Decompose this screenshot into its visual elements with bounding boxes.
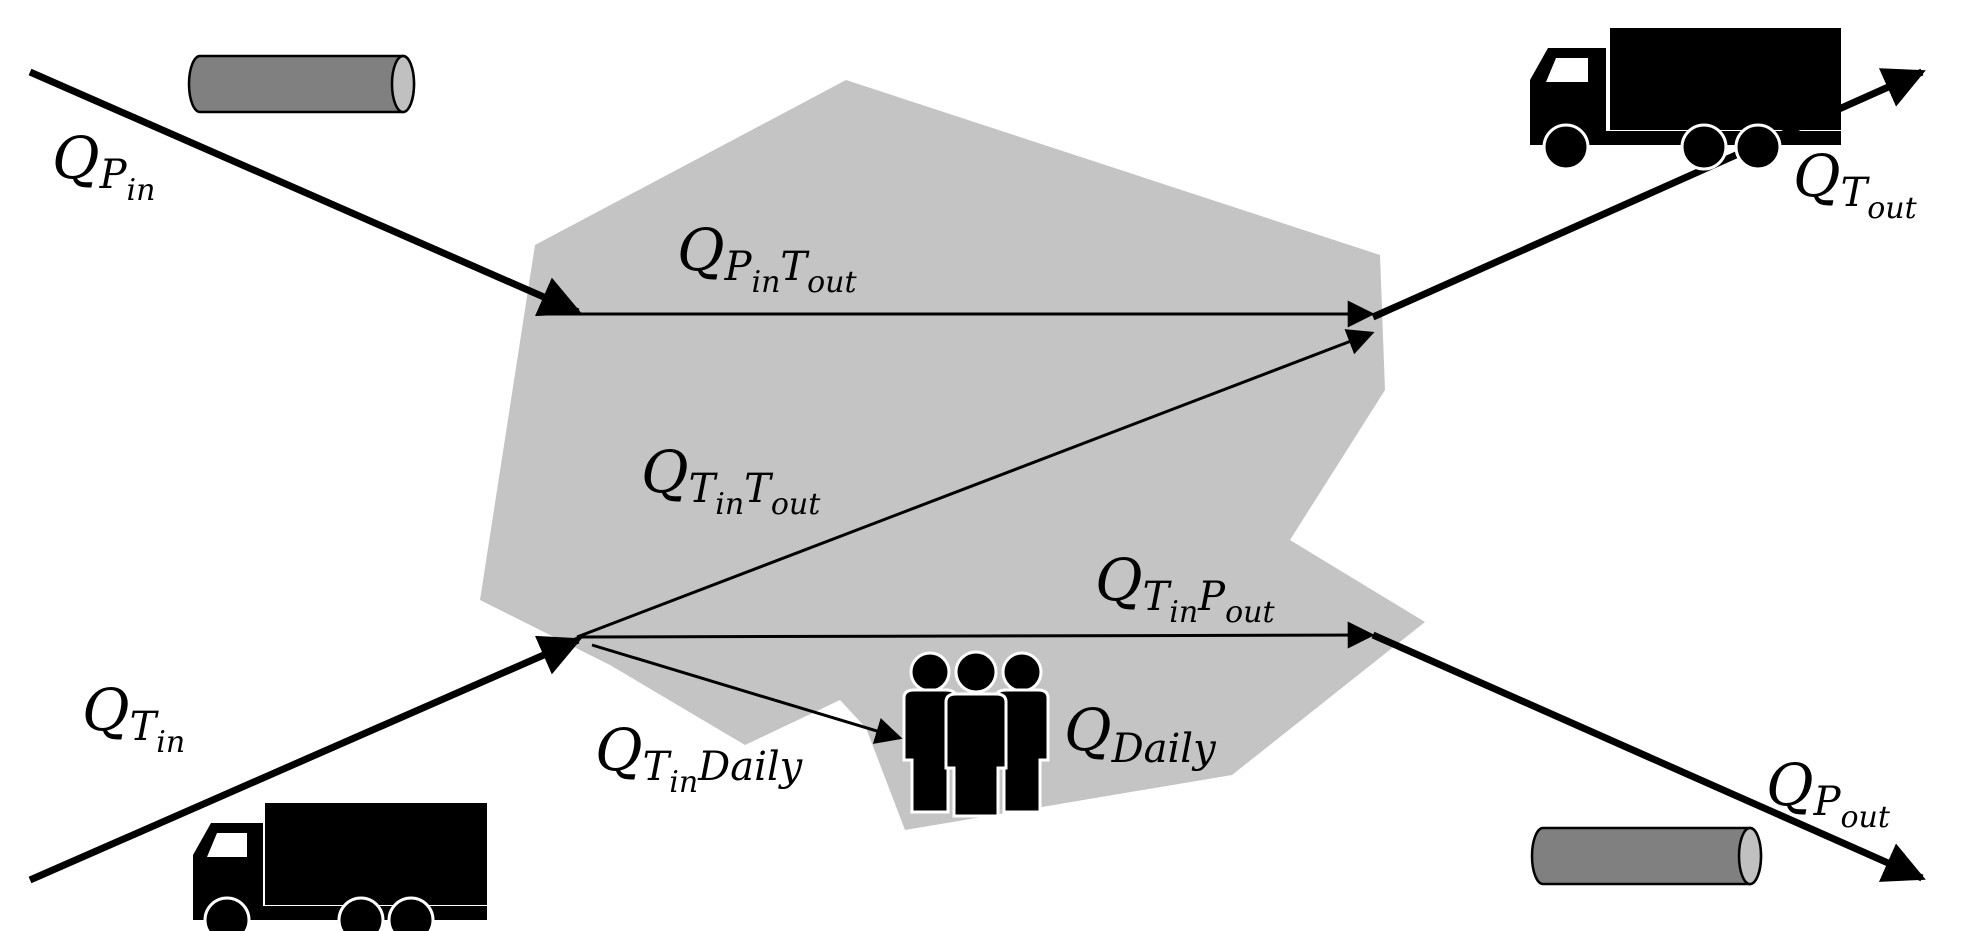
label-q-tin-tout: QTinTout	[641, 438, 821, 522]
label-q-tin-pout: QTinPout	[1095, 546, 1275, 630]
label-q-daily: QDaily	[1064, 696, 1217, 772]
pipe-icon	[1530, 826, 1763, 886]
flow-line-p-out	[1371, 631, 1926, 882]
label-q-t-out: QTout	[1793, 142, 1918, 226]
pipe-icon	[187, 54, 416, 114]
flow-line-tin-daily	[591, 643, 903, 744]
label-q-pin-tout: QPinTout	[677, 216, 857, 300]
label-q-p-out: QPout	[1766, 751, 1891, 835]
flow-line-tin-pout	[576, 621, 1375, 649]
flow-line-p-in	[28, 68, 582, 317]
facility-region	[480, 80, 1425, 830]
truck-icon	[1530, 28, 1841, 171]
label-q-t-in: QTin	[82, 676, 185, 760]
flow-line-tin-tout	[576, 329, 1375, 639]
truck-icon	[193, 803, 487, 931]
label-q-tin-daily: QTinDaily	[595, 716, 804, 800]
people-group-icon	[902, 650, 1050, 818]
label-q-p-in: QPin	[52, 124, 155, 208]
flow-line-t-in	[28, 635, 582, 884]
